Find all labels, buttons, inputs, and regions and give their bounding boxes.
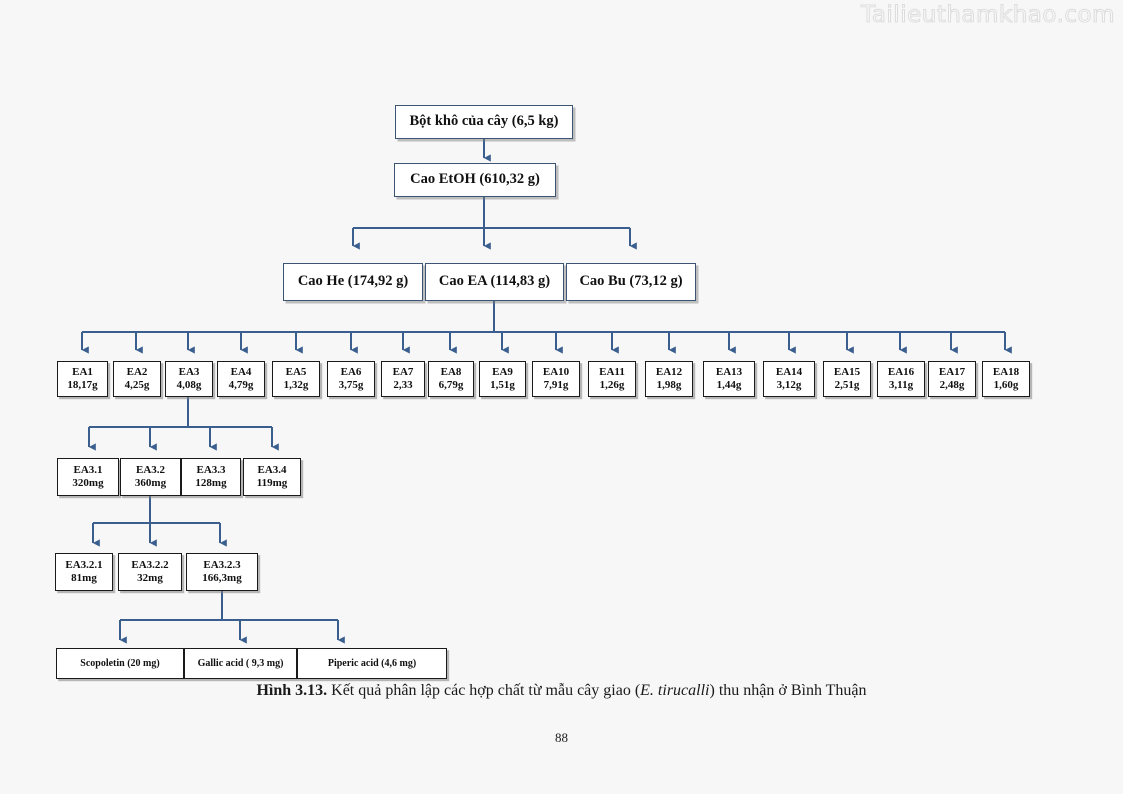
node-ea9[interactable]: EA9 1,51g — [479, 361, 526, 397]
node-root-label: Bột khô của cây (6,5 kg) — [409, 113, 559, 130]
node-ea2[interactable]: EA2 4,25g — [113, 361, 161, 397]
node-ea13[interactable]: EA13 1,44g — [703, 361, 755, 397]
node-ea7[interactable]: EA7 2,33 — [381, 361, 425, 397]
node-ea3-2-2[interactable]: EA3.2.2 32mg — [118, 553, 182, 591]
node-ea14-name: EA14 — [775, 366, 803, 379]
node-compound-gallic-acid-label: Gallic acid ( 9,3 mg) — [197, 657, 284, 669]
node-compound-gallic-acid[interactable]: Gallic acid ( 9,3 mg) — [184, 648, 297, 679]
node-ea17[interactable]: EA17 2,48g — [928, 361, 976, 397]
node-ea15-mass: 2,51g — [834, 379, 860, 391]
node-ea3-2-2-name: EA3.2.2 — [131, 559, 169, 572]
figure-caption-text-before: Kết quả phân lập các hợp chất từ mẫu cây… — [327, 682, 641, 699]
node-ea4[interactable]: EA4 4,79g — [217, 361, 265, 397]
node-cao-he-label: Cao He (174,92 g) — [297, 273, 409, 290]
node-ea3-2-name: EA3.2 — [135, 464, 166, 477]
node-ea3-2[interactable]: EA3.2 360mg — [120, 458, 181, 496]
node-compound-scopoletin-label: Scopoletin (20 mg) — [80, 657, 160, 669]
node-ea12-name: EA12 — [655, 366, 683, 379]
figure-caption-species: E. tirucalli — [640, 682, 710, 699]
node-ea5[interactable]: EA5 1,32g — [272, 361, 320, 397]
page-number: 88 — [555, 730, 568, 745]
node-ea8[interactable]: EA8 6,79g — [428, 361, 474, 397]
node-ea16-mass: 3,11g — [888, 379, 914, 391]
node-ea10-mass: 7,91g — [543, 379, 569, 391]
node-ea4-name: EA4 — [230, 366, 252, 379]
node-cao-ea[interactable]: Cao EA (114,83 g) — [425, 263, 564, 301]
node-cao-etoh-label: Cao EtOH (610,32 g) — [410, 171, 540, 188]
node-ea8-name: EA8 — [440, 366, 462, 379]
node-ea18[interactable]: EA18 1,60g — [982, 361, 1030, 397]
node-ea14-mass: 3,12g — [776, 379, 802, 391]
node-ea15[interactable]: EA15 2,51g — [823, 361, 871, 397]
node-ea3-2-1-mass: 81mg — [71, 572, 97, 584]
node-ea7-mass: 2,33 — [393, 379, 413, 391]
node-ea3-2-3[interactable]: EA3.2.3 166,3mg — [186, 553, 258, 591]
node-compound-scopoletin[interactable]: Scopoletin (20 mg) — [56, 648, 184, 679]
node-ea3-2-3-name: EA3.2.3 — [203, 559, 241, 572]
node-ea3-1[interactable]: EA3.1 320mg — [57, 458, 119, 496]
node-ea4-mass: 4,79g — [228, 379, 254, 391]
figure-caption: Hình 3.13. Kết quả phân lập các hợp chất… — [0, 682, 1123, 700]
node-ea3-mass: 4,08g — [176, 379, 202, 391]
node-ea3-3-name: EA3.3 — [196, 464, 226, 477]
node-ea7-name: EA7 — [392, 366, 414, 379]
node-ea3-4-mass: 119mg — [256, 477, 288, 489]
figure-caption-text-after: ) thu nhận ở Bình Thuận — [709, 682, 867, 699]
node-ea15-name: EA15 — [833, 366, 861, 379]
node-ea13-name: EA13 — [715, 366, 743, 379]
node-ea3-name: EA3 — [178, 366, 200, 379]
node-ea12-mass: 1,98g — [656, 379, 682, 391]
node-ea5-name: EA5 — [285, 366, 307, 379]
node-cao-etoh[interactable]: Cao EtOH (610,32 g) — [394, 163, 556, 197]
node-ea3-2-3-mass: 166,3mg — [202, 572, 242, 584]
node-ea3-3[interactable]: EA3.3 128mg — [181, 458, 241, 496]
node-ea3-2-2-mass: 32mg — [137, 572, 163, 584]
node-ea14[interactable]: EA14 3,12g — [763, 361, 815, 397]
node-ea5-mass: 1,32g — [283, 379, 309, 391]
node-ea16[interactable]: EA16 3,11g — [877, 361, 925, 397]
node-root[interactable]: Bột khô của cây (6,5 kg) — [395, 105, 573, 139]
node-ea18-name: EA18 — [992, 366, 1020, 379]
node-ea3-2-1-name: EA3.2.1 — [65, 559, 103, 572]
node-ea1-name: EA1 — [72, 366, 93, 379]
node-ea9-mass: 1,51g — [490, 379, 515, 391]
node-ea1-mass: 18,17g — [67, 379, 98, 391]
node-cao-bu-label: Cao Bu (73,12 g) — [579, 273, 683, 290]
node-ea17-name: EA17 — [938, 366, 966, 379]
node-ea12[interactable]: EA12 1,98g — [645, 361, 693, 397]
node-ea3-2-mass: 360mg — [134, 477, 167, 489]
node-compound-piperic-acid[interactable]: Piperic acid (4,6 mg) — [297, 648, 447, 679]
node-cao-bu[interactable]: Cao Bu (73,12 g) — [566, 263, 696, 301]
watermark-text: Tailieuthamkhao.com — [861, 2, 1115, 29]
node-ea11-name: EA11 — [599, 366, 625, 379]
node-ea11[interactable]: EA11 1,26g — [588, 361, 636, 397]
node-ea10[interactable]: EA10 7,91g — [532, 361, 580, 397]
node-ea3-2-1[interactable]: EA3.2.1 81mg — [55, 553, 113, 591]
node-ea11-mass: 1,26g — [599, 379, 625, 391]
node-ea2-name: EA2 — [126, 366, 148, 379]
node-ea1[interactable]: EA1 18,17g — [57, 361, 108, 397]
node-ea2-mass: 4,25g — [124, 379, 150, 391]
node-ea3-3-mass: 128mg — [195, 477, 227, 489]
node-ea13-mass: 1,44g — [716, 379, 742, 391]
node-ea10-name: EA10 — [542, 366, 570, 379]
node-ea3-1-mass: 320mg — [72, 477, 104, 489]
node-ea9-name: EA9 — [492, 366, 513, 379]
node-ea17-mass: 2,48g — [939, 379, 965, 391]
node-ea18-mass: 1,60g — [993, 379, 1019, 391]
node-ea3-4-name: EA3.4 — [257, 464, 287, 477]
node-ea6-mass: 3,75g — [338, 379, 364, 391]
node-ea16-name: EA16 — [887, 366, 915, 379]
node-cao-ea-label: Cao EA (114,83 g) — [438, 273, 551, 290]
node-ea8-mass: 6,79g — [438, 379, 464, 391]
figure-caption-label: Hình 3.13. — [256, 682, 328, 699]
node-compound-piperic-acid-label: Piperic acid (4,6 mg) — [327, 657, 417, 669]
node-ea3[interactable]: EA3 4,08g — [165, 361, 213, 397]
node-ea6[interactable]: EA6 3,75g — [327, 361, 375, 397]
node-ea6-name: EA6 — [340, 366, 362, 379]
node-ea3-4[interactable]: EA3.4 119mg — [243, 458, 301, 496]
node-cao-he[interactable]: Cao He (174,92 g) — [283, 263, 423, 301]
node-ea3-1-name: EA3.1 — [73, 464, 103, 477]
